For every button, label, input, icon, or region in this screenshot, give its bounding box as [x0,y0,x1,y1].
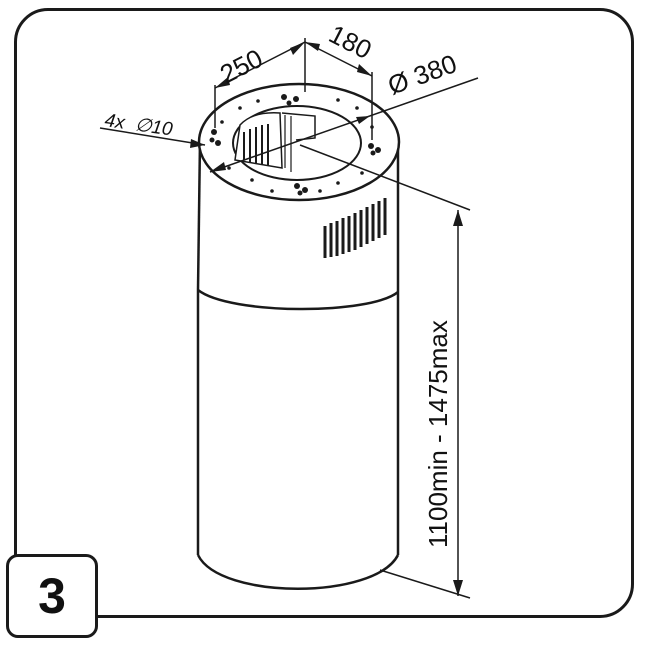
mounting-holes [209,94,381,196]
dim-line-holes [99,127,206,146]
side-vent [323,198,387,258]
hood-cylinder [196,139,400,590]
cylinder-bottom [196,554,400,590]
dim-label-holes: 4x ∅10 [103,110,174,140]
dim-label-diameter: Ø 380 [384,48,461,100]
step-number: 3 [38,568,66,624]
dim-line-diameter [209,77,479,173]
inner-duct [234,112,283,169]
cylinder-upper-left-edge [196,139,202,291]
dim-label-180: 180 [324,19,376,65]
hood-top [197,82,401,202]
dim-label-height: 1100min - 1475max [423,320,453,548]
cylinder-seam [197,289,399,311]
step-badge: 3 [6,554,98,638]
dim-line-250 [214,41,306,89]
inner-grille [243,124,269,166]
dimension-arrows [190,42,463,596]
